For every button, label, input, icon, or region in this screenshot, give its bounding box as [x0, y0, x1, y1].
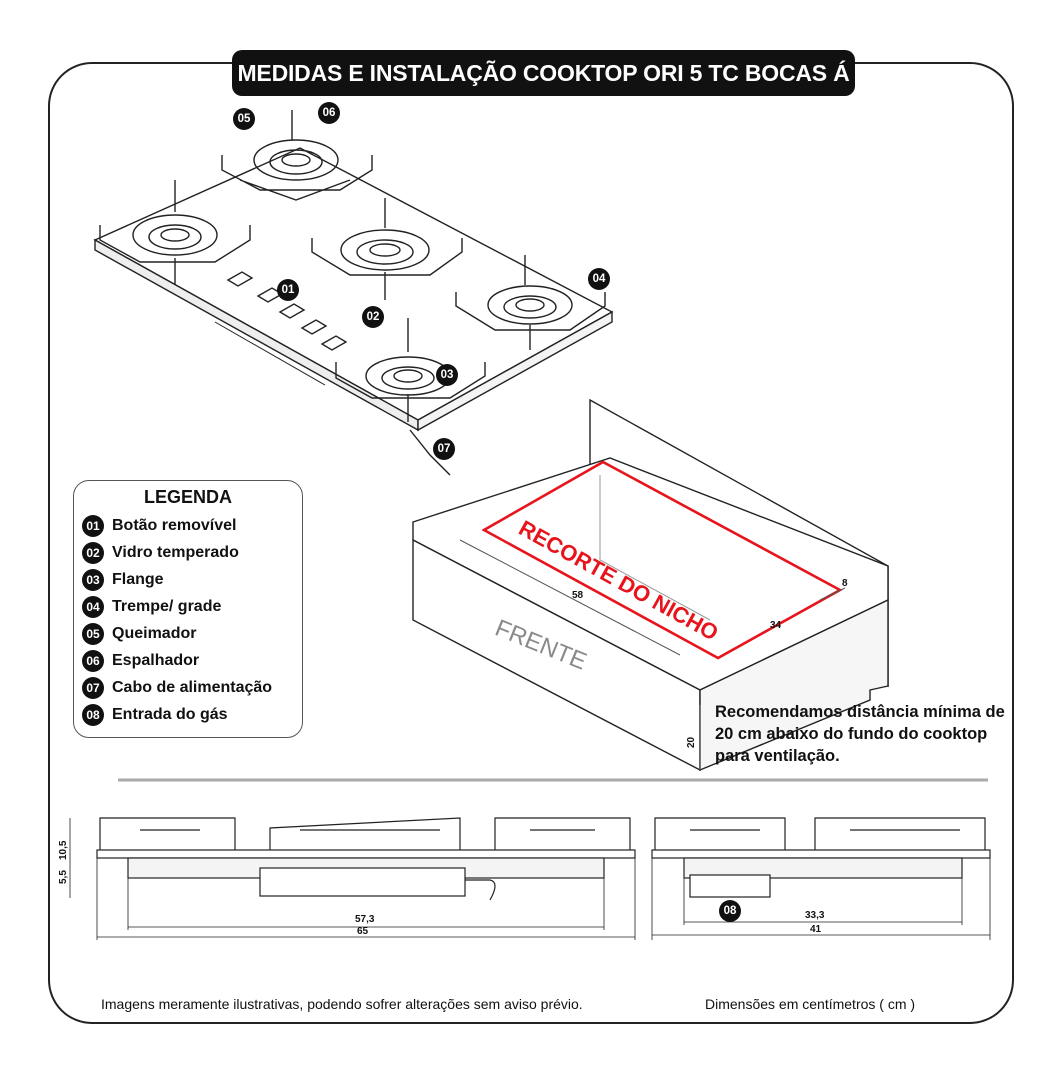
callout-01: 01 [277, 279, 299, 301]
front-total-width: 65 [357, 926, 369, 937]
front-body-height: 5,5 [58, 870, 69, 884]
callout-08: 08 [719, 900, 741, 922]
burner-left [99, 180, 251, 285]
side-total-depth: 41 [810, 924, 822, 935]
side-inner-depth: 33,3 [805, 910, 825, 921]
units-note: Dimensões em centímetros ( cm ) [705, 996, 916, 1012]
front-elevation [69, 817, 636, 940]
callout-03: 03 [436, 364, 458, 386]
callout-05: 05 [233, 108, 255, 130]
niche-depth-dim: 34 [770, 620, 782, 631]
side-elevation [651, 817, 991, 940]
callout-02: 02 [362, 306, 384, 328]
callout-06: 06 [318, 102, 340, 124]
page-title: MEDIDAS E INSTALAÇÃO COOKTOP ORI 5 TC BO… [232, 50, 855, 132]
niche-height-dim: 20 [686, 736, 697, 748]
callout-04: 04 [588, 268, 610, 290]
front-total-height: 10,5 [58, 840, 69, 860]
niche-width-dim: 58 [572, 590, 584, 601]
niche-gap-dim: 8 [842, 578, 848, 589]
cooktop-illustration [93, 110, 614, 476]
burner-top [221, 110, 373, 201]
burner-right [455, 255, 606, 350]
front-inner-width: 57,3 [355, 914, 375, 925]
legend-title: LEGENDA [143, 487, 232, 507]
ventilation-recommendation: Recomendamos distância mínima de 20 cm a… [715, 703, 1005, 765]
burner-front [335, 318, 486, 422]
burner-center [311, 198, 463, 300]
niche-illustration [412, 398, 889, 772]
disclaimer-note: Imagens meramente ilustrativas, podendo … [101, 996, 583, 1012]
callout-07: 07 [433, 438, 455, 460]
